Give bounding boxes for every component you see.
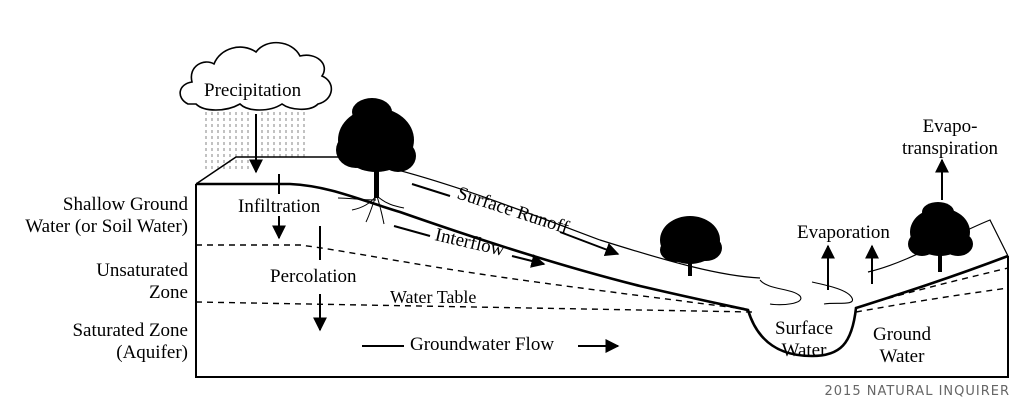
evaporation-label: Evaporation: [797, 222, 890, 243]
credit-text: 2015 NATURAL INQUIRER: [824, 384, 1010, 399]
land-block: [195, 156, 1009, 378]
tree-roots: [337, 195, 405, 225]
groundwater-flow-label: Groundwater Flow: [410, 334, 555, 355]
interflow-arrow: [511, 254, 546, 268]
cloud-shape: [179, 41, 333, 111]
surface-runoff-label: Surface Runoff: [454, 183, 572, 239]
interflow-label: Interflow: [433, 224, 507, 260]
shallow-ground-water-label: Shallow Ground Water (or Soil Water): [25, 194, 188, 237]
unsaturated-zone-label: Unsaturated Zone: [96, 260, 188, 303]
process-arrows: [249, 114, 949, 353]
surface-runoff-arrow: [559, 231, 620, 257]
evapotranspiration-label: Evapo- transpiration: [901, 116, 999, 159]
water-table-label: Water Table: [390, 287, 477, 307]
tree-large: [336, 98, 416, 198]
saturated-zone-label: Saturated Zone (Aquifer): [72, 320, 188, 363]
surface-water-label: Surface Water: [774, 318, 834, 361]
ground-water-label: Ground Water: [872, 324, 932, 367]
infiltration-label: Infiltration: [238, 196, 321, 217]
surface-runoff-arrow-head: [411, 183, 451, 197]
precipitation-label: Precipitation: [204, 80, 302, 101]
tree-middle: [660, 216, 722, 276]
zone-boundaries: [195, 244, 1009, 313]
surface-water-channel: [759, 279, 853, 306]
percolation-label: Percolation: [270, 266, 357, 287]
tree-right: [908, 202, 973, 272]
interflow-arrow-tail: [393, 225, 431, 237]
